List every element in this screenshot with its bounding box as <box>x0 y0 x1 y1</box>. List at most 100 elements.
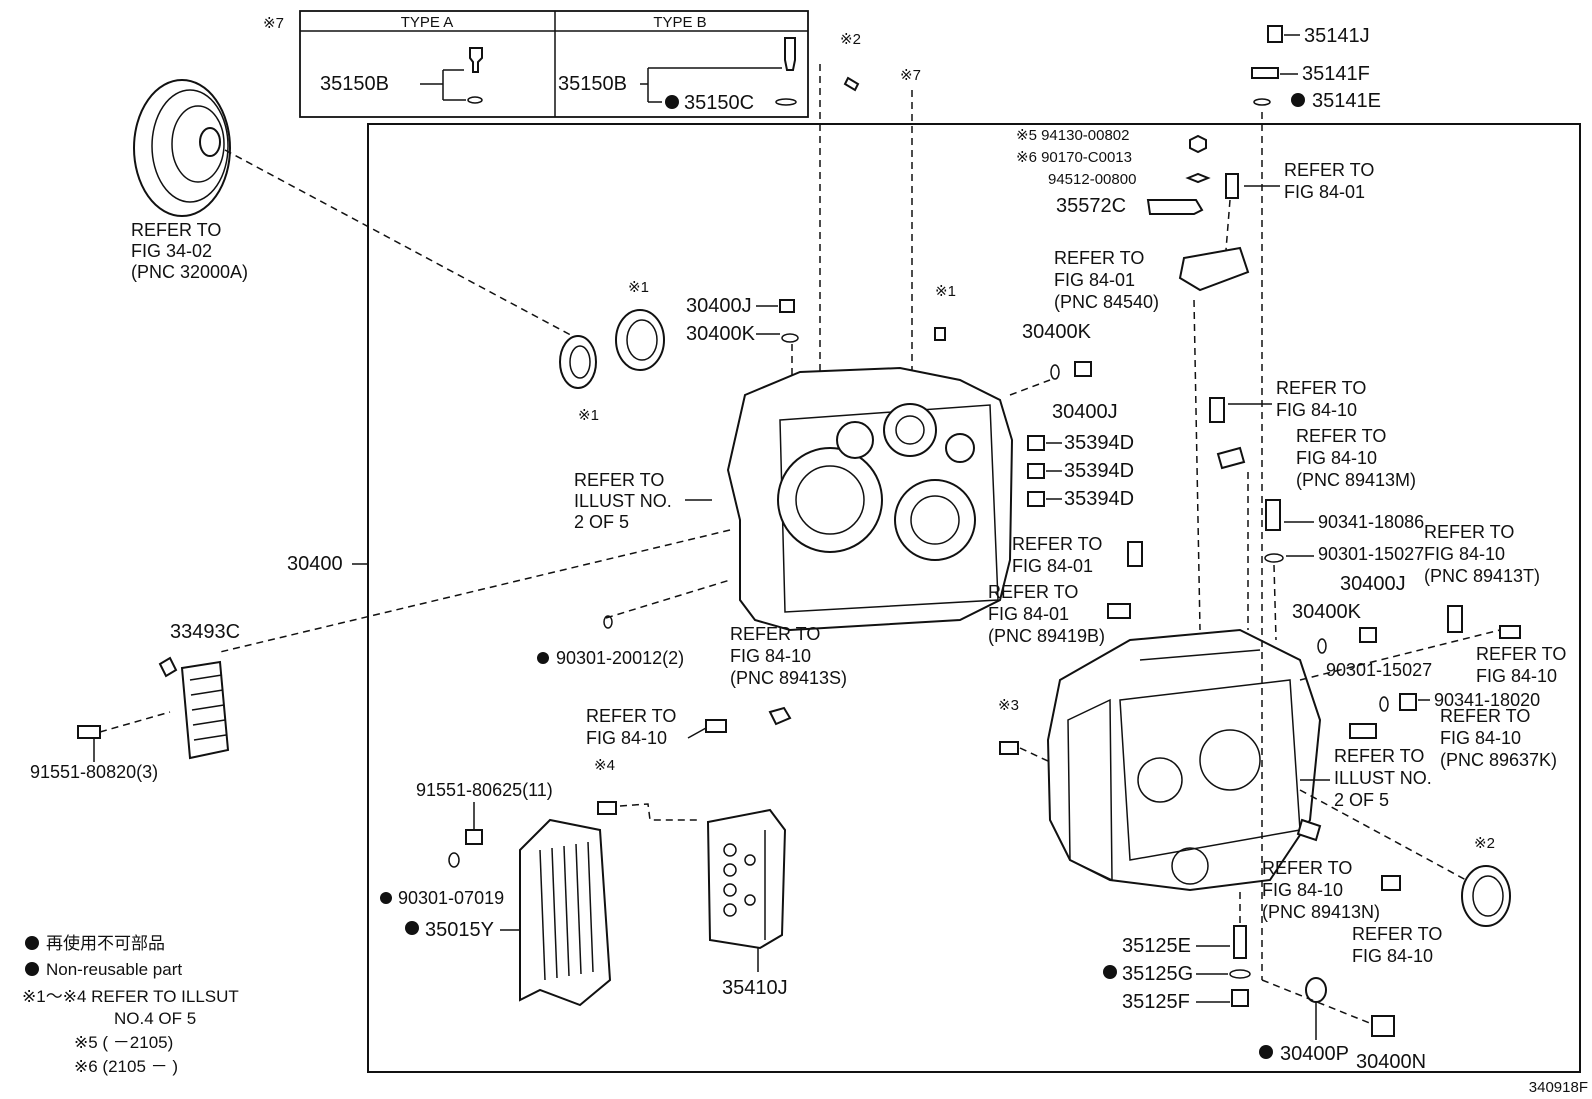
fig8410-89413s-1: REFER TO <box>730 624 820 644</box>
bolt-icon <box>77 725 101 739</box>
transaxle-assembly <box>1046 628 1322 892</box>
plug-icon <box>1233 925 1247 959</box>
fig8401-84540-2: FIG 84-01 <box>1054 270 1135 290</box>
mark5-code: ※5 94130-00802 <box>1016 127 1130 144</box>
label-35394d-2: 35394D <box>1064 460 1134 482</box>
non-reusable-dot <box>1103 965 1117 979</box>
fig8401-89419b-2: FIG 84-01 <box>988 604 1069 624</box>
type-table-note-mark: ※7 <box>263 15 284 32</box>
transaxle-case-housing <box>726 366 1014 632</box>
mark1-bolt: ※1 <box>935 283 956 300</box>
bolt-icon <box>1127 541 1143 567</box>
fig8410-89413n-3: (PNC 89413N) <box>1262 902 1380 922</box>
bolt-icon <box>843 76 860 92</box>
assembly-frame <box>367 123 1581 1073</box>
label-90301-15027-a: 90301-15027 <box>1318 544 1424 564</box>
label-35141e: 35141E <box>1312 90 1381 112</box>
switch-icon <box>1349 723 1377 739</box>
label-90301-20012: 90301-20012(2) <box>556 648 684 668</box>
bracket-icon <box>1146 199 1204 215</box>
fig8410-89413m-2: FIG 84-10 <box>1296 448 1377 468</box>
mark4-label: ※4 <box>594 757 615 774</box>
non-reusable-dot <box>1291 93 1305 107</box>
mark1-top: ※1 <box>628 279 649 296</box>
cap-icon <box>1267 25 1283 43</box>
fig8410-89413s-2: FIG 84-10 <box>730 646 811 666</box>
label-30400j-right: 30400J <box>1340 573 1406 595</box>
switch-icon <box>1178 246 1250 292</box>
label-35572c: 35572C <box>1056 195 1126 217</box>
illust-ref-left-3: 2 OF 5 <box>574 512 629 532</box>
fig8401-84540-1: REFER TO <box>1054 248 1144 268</box>
legend-jp: 再使用不可部品 <box>46 933 165 953</box>
non-reusable-dot <box>537 652 549 664</box>
bolt-icon <box>1225 173 1239 199</box>
non-reusable-dot <box>1259 1045 1273 1059</box>
mark2-top: ※2 <box>840 31 861 48</box>
fig8410-89413t-1: REFER TO <box>1424 522 1514 542</box>
label-30400: 30400 <box>287 553 343 575</box>
non-reusable-dot <box>405 921 419 935</box>
oil-seal-left <box>559 335 597 389</box>
bolt-icon <box>1499 625 1521 639</box>
label-35394d-3: 35394D <box>1064 488 1134 510</box>
fig8410-89413m-1: REFER TO <box>1296 426 1386 446</box>
label-90301-07019: 90301-07019 <box>398 888 504 908</box>
sensor-icon <box>768 706 792 726</box>
bolt-icon <box>999 741 1019 755</box>
cap-icon <box>1027 491 1045 507</box>
figure-number: 340918F <box>1529 1079 1588 1096</box>
plug-icon <box>1074 361 1092 377</box>
sensor-icon <box>1447 605 1463 633</box>
label-35125e: 35125E <box>1122 935 1191 957</box>
nut-icon <box>1189 134 1207 154</box>
type-b-part: 35150B <box>558 73 627 95</box>
type-a-sensor-icon <box>469 47 483 73</box>
torque-converter <box>133 79 581 341</box>
bolt-icon <box>705 719 727 733</box>
illust-ref-right-3: 2 OF 5 <box>1334 790 1389 810</box>
plug-icon <box>1399 693 1417 711</box>
label-35410j: 35410J <box>722 977 788 999</box>
label-30400n: 30400N <box>1356 1051 1426 1073</box>
type-a-header: TYPE A <box>401 14 454 31</box>
plug-icon <box>779 299 795 313</box>
bolt-icon <box>597 801 617 815</box>
label-94512: 94512-00800 <box>1048 171 1136 188</box>
type-b-sensor-icon <box>784 37 796 71</box>
legend: 再使用不可部品 Non-reusable part ※1～※4 REFER TO… <box>22 933 239 1076</box>
fig8410-89413n-1: REFER TO <box>1262 858 1352 878</box>
converter-ref-2: FIG 34-02 <box>131 241 212 261</box>
label-30400k-top: 30400K <box>686 323 756 345</box>
non-reusable-dot <box>380 892 392 904</box>
mark6-code: ※6 90170-C0013 <box>1016 149 1132 166</box>
label-30400j-top: 30400J <box>686 295 752 317</box>
fig8401-a-2: FIG 84-01 <box>1012 556 1093 576</box>
label-91551-80820: 91551-80820(3) <box>30 762 158 782</box>
fig8401-top-1: REFER TO <box>1284 160 1374 180</box>
fig8410-89413s-3: (PNC 89413S) <box>730 668 847 688</box>
fig8410-89413t-2: FIG 84-10 <box>1424 544 1505 564</box>
oil-seal-rear <box>1461 865 1511 927</box>
type-b-header: TYPE B <box>653 14 706 31</box>
oil-pan <box>519 818 612 1007</box>
fig8410-r2-1: REFER TO <box>1476 644 1566 664</box>
label-35141j: 35141J <box>1304 25 1370 47</box>
label-30400k-mid: 30400K <box>1022 321 1092 343</box>
plug-icon <box>1371 1015 1395 1037</box>
illust-ref-right-2: ILLUST NO. <box>1334 768 1432 788</box>
mark3-label: ※3 <box>998 697 1019 714</box>
plug-icon <box>1231 989 1249 1007</box>
fig8401-84540-3: (PNC 84540) <box>1054 292 1159 312</box>
fig8410-89413n-2: FIG 84-10 <box>1262 880 1343 900</box>
fig8410-89413m-3: (PNC 89413M) <box>1296 470 1416 490</box>
sensor-icon <box>1216 446 1246 470</box>
converter-ref-3: (PNC 32000A) <box>131 262 248 282</box>
fig8410-r3-2: FIG 84-10 <box>1352 946 1433 966</box>
fig8410-89637k-3: (PNC 89637K) <box>1440 750 1557 770</box>
label-30400k-right: 30400K <box>1292 601 1362 623</box>
legend-note-1-4-b: NO.4 OF 5 <box>114 1009 196 1028</box>
fig8401-a-1: REFER TO <box>1012 534 1102 554</box>
illust-ref-left-2: ILLUST NO. <box>574 491 672 511</box>
